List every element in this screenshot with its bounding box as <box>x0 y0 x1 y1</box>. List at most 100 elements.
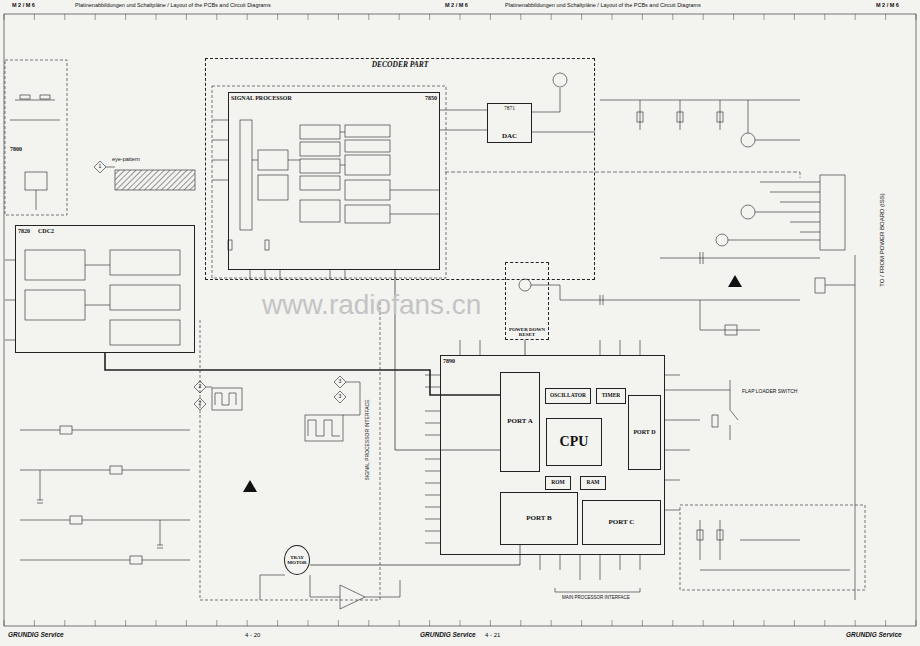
schematic-line <box>600 100 800 130</box>
schematic-line <box>425 375 440 543</box>
schematic-line <box>212 86 446 278</box>
schematic-line <box>260 575 285 600</box>
schematic-line <box>612 14 613 20</box>
schematic-line <box>555 588 640 592</box>
schematic-line <box>247 620 248 626</box>
schematic-line <box>660 252 820 264</box>
schematic-line <box>885 620 886 626</box>
schematic-line <box>741 205 755 219</box>
reset-circuit: POWER DOWN RESET <box>505 262 549 340</box>
schematic-line <box>308 620 309 626</box>
schematic-line <box>212 120 228 180</box>
schematic-line <box>250 270 345 280</box>
schematic-line <box>581 14 582 20</box>
page-header: M 2 / M 6 <box>12 3 35 9</box>
signal-processor-ic: SIGNAL PROCESSOR7850 <box>228 92 440 270</box>
page-header: Platinenabbildungen und Schaltpläne / La… <box>75 3 271 9</box>
schematic-line <box>825 255 855 600</box>
schematic-line <box>258 150 288 170</box>
schematic-line <box>460 14 461 20</box>
schematic-line <box>240 120 252 230</box>
schematic-line <box>277 14 278 20</box>
node-text: POWER DOWN RESET <box>508 327 546 338</box>
schematic-line <box>551 14 552 20</box>
node-text: OSCILLATOR <box>550 393 586 399</box>
schematic-line <box>760 182 820 232</box>
schematic-line <box>115 170 195 190</box>
signal-label: eye-pattern <box>112 157 140 163</box>
schematic-line <box>368 620 369 626</box>
schematic-line <box>429 14 430 20</box>
schematic-line <box>519 279 531 291</box>
schematic-line <box>156 620 157 626</box>
schematic-line <box>340 585 365 609</box>
schematic-line <box>520 14 521 20</box>
watermark: www.radiofans.cn <box>262 290 481 319</box>
schematic-line <box>703 14 704 20</box>
schematic-line <box>194 398 206 410</box>
schematic-line <box>824 620 825 626</box>
schematic-line <box>110 250 180 275</box>
schematic-line <box>672 620 673 626</box>
schematic-line <box>64 620 65 626</box>
schematic-line <box>308 420 340 436</box>
schematic-line <box>553 73 567 87</box>
node-text: TIMER <box>602 393 621 399</box>
schematic-line <box>531 285 800 305</box>
schematic-line <box>764 620 765 626</box>
schematic-line <box>700 520 850 570</box>
schematic-line <box>216 14 217 20</box>
node-text: 7850 <box>425 95 437 101</box>
schematic-line <box>637 112 643 122</box>
schematic-line <box>612 620 613 626</box>
schematic-line <box>265 240 269 250</box>
schematic-line <box>642 14 643 20</box>
schematic-line <box>345 140 390 152</box>
schematic-line <box>156 14 157 20</box>
schematic-line <box>243 275 742 492</box>
schematic-line <box>34 620 35 626</box>
node-text: PORT C <box>609 519 635 526</box>
schematic-line <box>540 555 640 580</box>
schematic-line <box>728 100 820 240</box>
schematic-line <box>551 620 552 626</box>
schematic-line <box>716 234 728 246</box>
schematic-line <box>665 375 700 510</box>
schematic-line <box>345 205 390 223</box>
dac-ic: 7871DAC <box>487 103 532 143</box>
schematic-line <box>200 300 380 600</box>
callout-number: 3 <box>339 394 342 399</box>
port-block: PORT D <box>628 395 661 470</box>
schematic-line <box>717 112 723 122</box>
motor-symbol: TRAY MOTOR <box>284 545 310 575</box>
port-block: PORT A <box>500 372 540 472</box>
schematic-line <box>712 415 718 427</box>
bus-label: MAIN PROCESSOR INTERFACE <box>562 596 630 601</box>
schematic-line <box>824 14 825 20</box>
node-text: RAM <box>586 480 599 486</box>
schematic-line <box>106 167 115 168</box>
schematic-line <box>741 133 755 147</box>
schematic-line <box>20 430 190 560</box>
schematic-line <box>368 14 369 20</box>
schematic-line <box>677 112 683 122</box>
schematic-line <box>460 620 461 626</box>
schematic-line <box>125 14 126 20</box>
schematic-line <box>399 14 400 20</box>
schematic-line <box>820 175 845 250</box>
schematic-line <box>300 200 340 222</box>
schematic-line <box>581 620 582 626</box>
node-text: 7871 <box>504 106 515 112</box>
schematic-line <box>338 14 339 20</box>
schematic-line <box>4 14 916 626</box>
node-text: TRAY MOTOR <box>287 555 307 566</box>
timer-block: TIMER <box>596 388 626 404</box>
schematic-line <box>186 14 187 20</box>
node-text: CPU <box>560 435 589 450</box>
page-header: M 2 / M 6 <box>876 3 899 9</box>
schematic-line <box>5 260 110 340</box>
switch-label: FLAP LOADER SWITCH <box>742 389 797 394</box>
